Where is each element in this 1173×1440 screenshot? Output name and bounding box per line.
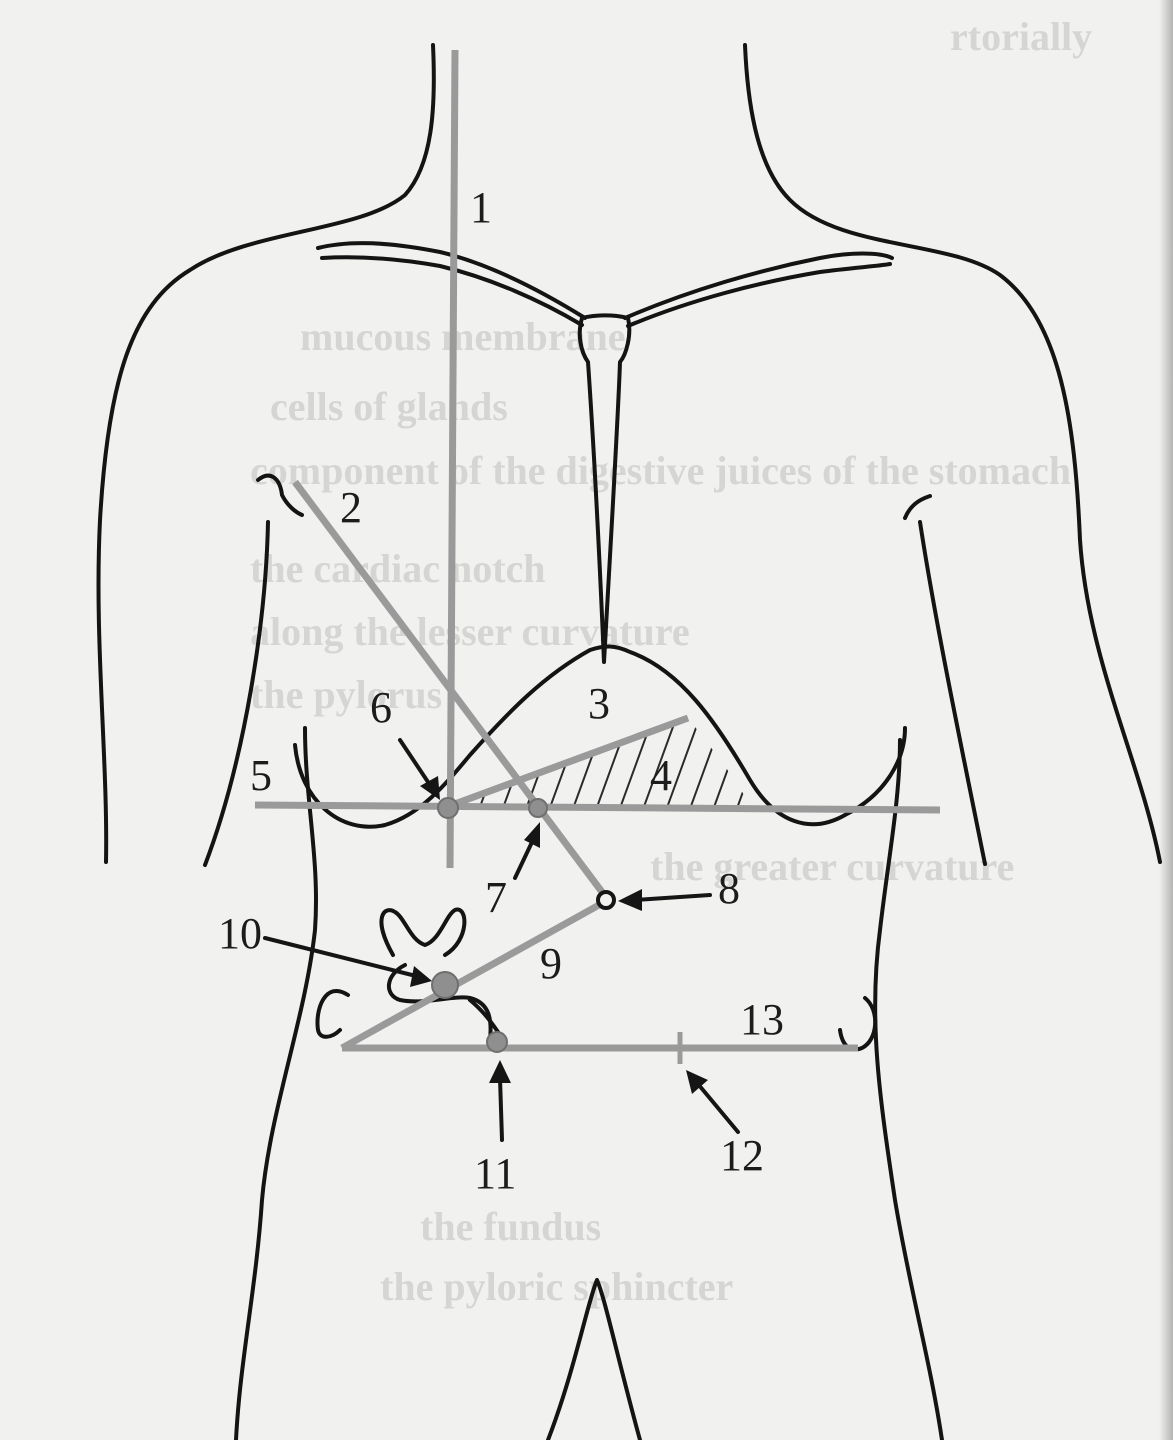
bleed-through-text: rtorially mucous membrane cells of gland… xyxy=(250,14,1092,1309)
point-10 xyxy=(432,972,458,998)
label-12: 12 xyxy=(720,1131,764,1180)
label-11: 11 xyxy=(474,1149,516,1198)
point-11 xyxy=(487,1032,507,1052)
point-8 xyxy=(598,892,614,908)
arrow-7 xyxy=(515,822,540,878)
ghost-line-4: component of the digestive juices of the… xyxy=(250,448,1071,493)
ghost-line-5: the cardiac notch xyxy=(250,546,546,591)
arrow-6 xyxy=(400,740,440,800)
ghost-line-9: the fundus xyxy=(420,1204,601,1249)
point-6 xyxy=(438,798,458,818)
arrow-12 xyxy=(686,1070,738,1132)
label-4: 4 xyxy=(650,751,672,800)
point-7 xyxy=(529,799,547,817)
ghost-line-6: along the lesser curvature xyxy=(250,609,690,654)
label-8: 8 xyxy=(718,864,740,913)
ghost-line-1: rtorially xyxy=(950,14,1092,59)
label-2: 2 xyxy=(340,483,362,532)
left-waist-outline xyxy=(236,728,316,1440)
label-5: 5 xyxy=(250,751,272,800)
arrow-11 xyxy=(489,1060,511,1140)
line-1-vertical xyxy=(450,50,455,868)
left-iliac-crest xyxy=(317,991,348,1037)
label-13: 13 xyxy=(740,995,784,1044)
right-armpit xyxy=(905,496,930,518)
ghost-line-7: the pylorus xyxy=(250,672,442,717)
right-iliac-crest xyxy=(840,998,875,1049)
label-7: 7 xyxy=(485,873,507,922)
arrow-10 xyxy=(265,938,432,987)
arrow-8 xyxy=(618,889,710,911)
ghost-line-10: the pyloric sphincter xyxy=(380,1264,733,1309)
ghost-line-8: the greater curvature xyxy=(650,844,1014,889)
label-3: 3 xyxy=(588,679,610,728)
line-5-horizontal xyxy=(255,805,940,810)
label-1: 1 xyxy=(470,183,492,232)
ghost-line-3: cells of glands xyxy=(270,384,508,429)
label-10: 10 xyxy=(218,909,262,958)
label-9: 9 xyxy=(540,939,562,988)
label-6: 6 xyxy=(370,683,392,732)
caecum-loop xyxy=(381,910,464,955)
